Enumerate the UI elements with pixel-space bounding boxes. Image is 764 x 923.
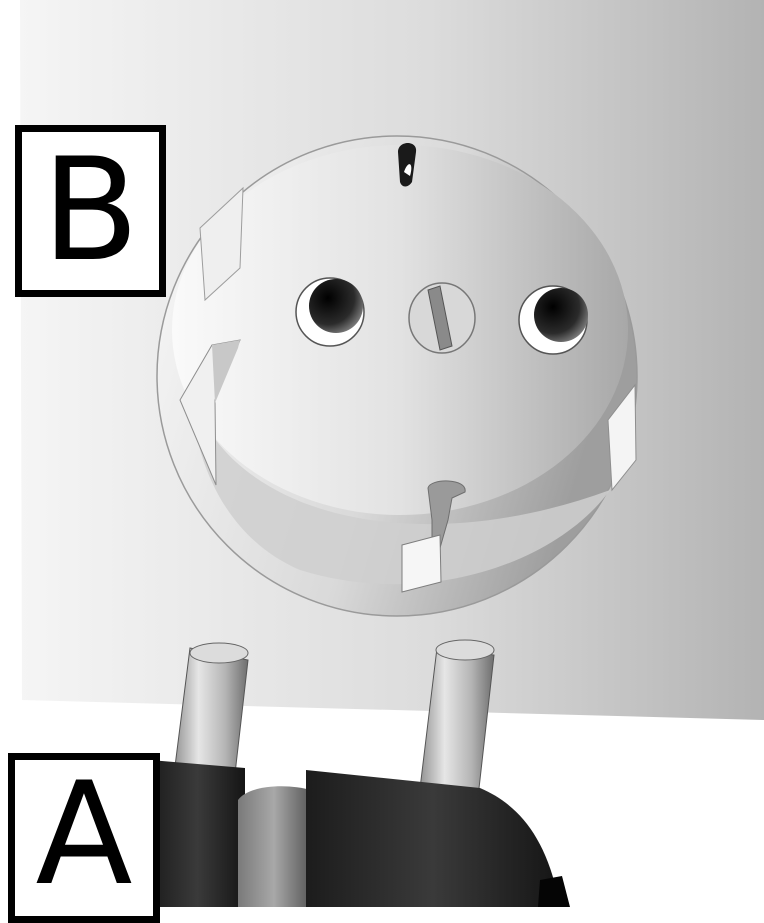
right-pin-hole <box>519 286 588 354</box>
schuko-socket-icon <box>157 136 637 616</box>
label-b: B <box>15 125 166 297</box>
label-a: A <box>8 753 160 923</box>
left-pin-hole <box>296 278 364 346</box>
center-screw <box>409 283 475 353</box>
